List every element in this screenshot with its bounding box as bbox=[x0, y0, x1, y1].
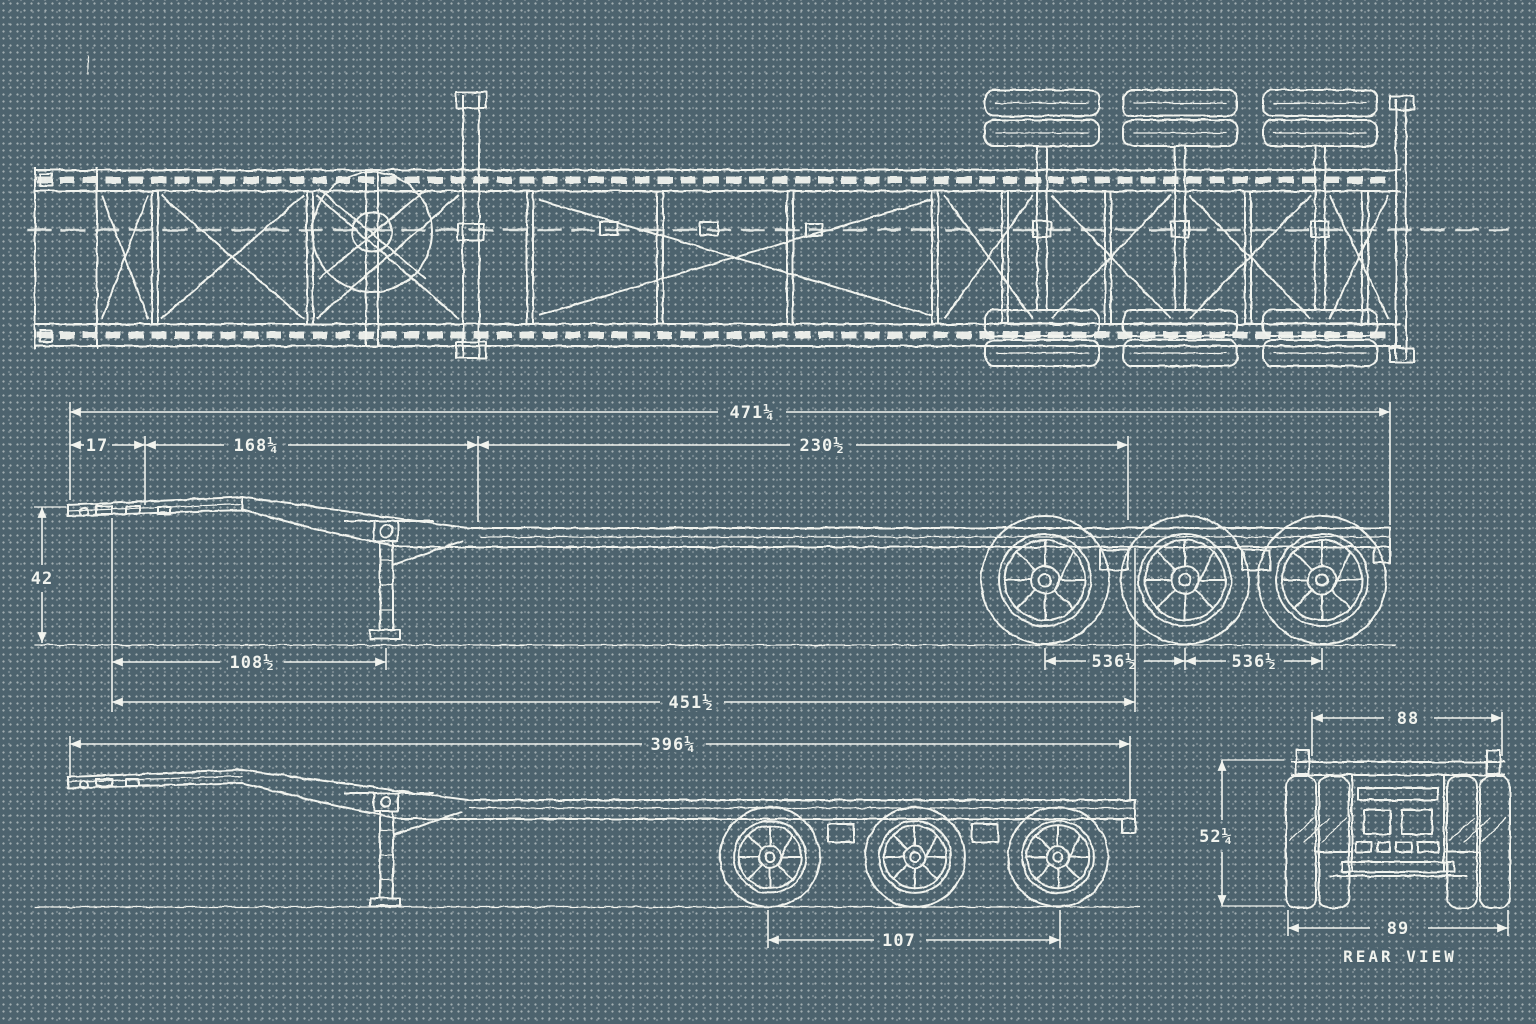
top-view bbox=[26, 55, 1510, 367]
plan-cross-beam bbox=[455, 91, 487, 359]
dim-label-deck-height: 42 bbox=[31, 569, 53, 589]
dim-axle-group-spread bbox=[767, 910, 1061, 948]
dual-tire-plan bbox=[1122, 89, 1238, 147]
lower-wheels bbox=[719, 806, 1109, 908]
wheel bbox=[980, 515, 1110, 645]
dim-label-neck-length: 168¼ bbox=[234, 436, 279, 456]
dual-tire-plan bbox=[984, 89, 1100, 147]
rear-tire bbox=[1285, 775, 1317, 909]
dim-label-lower-overall: 451½ bbox=[669, 693, 714, 713]
rear-tires bbox=[1285, 775, 1511, 909]
wheel bbox=[1007, 806, 1109, 908]
dim-label-axle-spacing-2: 536½ bbox=[1232, 652, 1277, 672]
dim-rear-overall-width bbox=[1287, 910, 1509, 936]
dim-label-deck-length: 396¼ bbox=[651, 735, 696, 755]
rear-tire bbox=[1479, 775, 1511, 909]
dim-axle-spacing-2 bbox=[1185, 648, 1323, 670]
wheel bbox=[1257, 515, 1387, 645]
plan-axles bbox=[1032, 145, 1330, 311]
wheel bbox=[864, 806, 966, 908]
plan-rear-bumper bbox=[1389, 95, 1415, 363]
plan-center-clips bbox=[599, 221, 823, 237]
dual-tire-plan bbox=[1262, 89, 1378, 147]
dim-lower-overall bbox=[112, 548, 1136, 712]
side-view bbox=[34, 496, 1396, 646]
plan-coupler-plate bbox=[311, 169, 433, 347]
dim-label-front-overhang: 17 bbox=[86, 436, 108, 456]
dim-neck-length bbox=[145, 436, 479, 522]
dim-label-overall-length: 471¼ bbox=[730, 403, 775, 423]
rear-frame bbox=[1315, 775, 1481, 877]
side-landing-gear bbox=[344, 520, 464, 640]
dim-label-rear-overall-width: 89 bbox=[1387, 919, 1409, 939]
rear-deck bbox=[1291, 749, 1505, 776]
dim-front-to-gear bbox=[111, 518, 387, 712]
dim-rear-body-height bbox=[1217, 759, 1284, 907]
dim-label-axle-spacing-1: 536½ bbox=[1092, 652, 1137, 672]
wheel bbox=[1120, 515, 1250, 645]
dim-label-rear-body-height: 52¼ bbox=[1199, 827, 1233, 847]
lower-side-view bbox=[34, 769, 1141, 908]
dimensions: 471¼ 17 168¼ 230½ 42 bbox=[28, 400, 1509, 969]
side-profile bbox=[66, 496, 1391, 564]
rear-tire bbox=[1318, 775, 1350, 909]
plan-crossmembers bbox=[151, 190, 1369, 325]
dim-label-axle-group-spread: 107 bbox=[882, 931, 916, 951]
rear-view bbox=[1285, 749, 1511, 909]
lower-suspension bbox=[827, 823, 999, 843]
wheel bbox=[719, 806, 821, 908]
dim-label-rear-upper-width: 88 bbox=[1397, 709, 1419, 729]
dim-rear-section bbox=[478, 436, 1129, 520]
lower-landing-gear bbox=[344, 792, 464, 907]
dim-overall-length bbox=[69, 402, 1391, 525]
rear-tire bbox=[1446, 775, 1478, 909]
plan-cross-bracing bbox=[100, 194, 1390, 320]
dim-label-rear-section: 230½ bbox=[800, 436, 845, 456]
dim-label-front-to-gear: 108½ bbox=[230, 653, 275, 673]
tire-hatch bbox=[1289, 817, 1507, 843]
side-suspension bbox=[1099, 549, 1271, 571]
dim-deck-length bbox=[69, 736, 1131, 800]
dim-deck-height bbox=[34, 506, 66, 643]
plan-frame-rails bbox=[34, 167, 1401, 349]
side-wheels bbox=[980, 515, 1387, 645]
dim-rear-upper-width bbox=[1311, 712, 1503, 756]
rear-view-title: REAR VIEW bbox=[1343, 947, 1457, 966]
lower-profile bbox=[66, 769, 1136, 834]
